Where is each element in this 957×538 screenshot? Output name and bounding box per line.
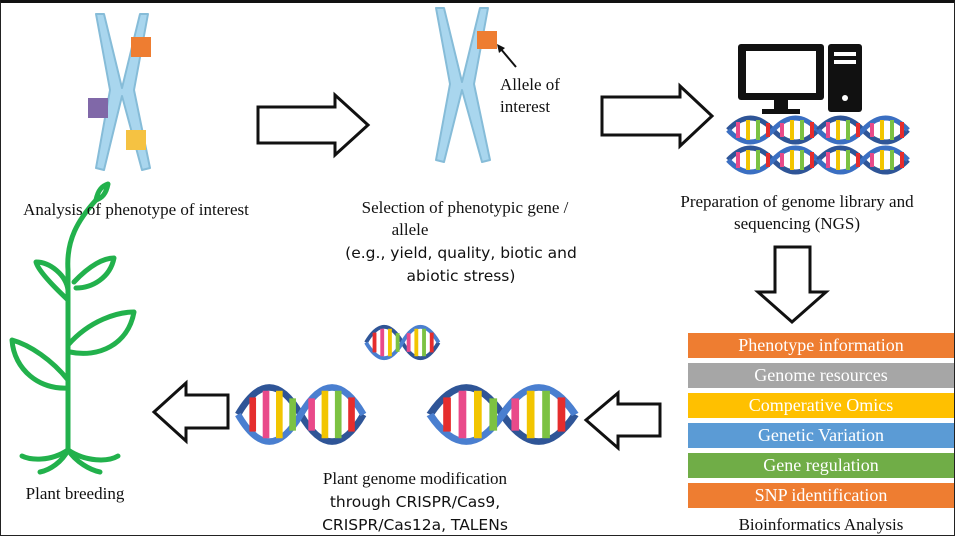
- chromosome-icon: [435, 7, 517, 163]
- bio-item-snp-identification: SNP identification: [688, 483, 954, 508]
- selection-examples-label: (e.g., yield, quality, biotic and abioti…: [345, 244, 577, 285]
- phenotype-analysis-label: Analysis of phenotype of interest: [23, 200, 249, 219]
- bio-item-gene-regulation: Gene regulation: [688, 453, 954, 478]
- plant-breeding-label: Plant breeding: [25, 484, 125, 503]
- modification-methods-line1: through CRISPR/Cas9,: [329, 493, 501, 511]
- arrow-right-icon: [256, 91, 371, 159]
- bioinformatics-title: Bioinformatics Analysis: [738, 515, 904, 534]
- selection-label-line2: allele: [391, 220, 429, 239]
- arrow-left-icon: [151, 379, 230, 445]
- modification-label: Plant genome modification: [322, 469, 508, 488]
- dna-icon: [728, 118, 908, 172]
- sequencing-label: Preparation of genome library and sequen…: [680, 192, 914, 233]
- plant-icon: [9, 181, 137, 475]
- arrow-right-icon: [600, 82, 715, 150]
- bio-item-genetic-variation: Genetic Variation: [688, 423, 954, 448]
- selection-label-line1: Selection of phenotypic gene /: [361, 198, 569, 217]
- modification-methods-line2: CRISPR/Cas12a, TALENs: [322, 516, 508, 534]
- arrow-down-icon: [754, 245, 830, 325]
- allele-callout-label: Allele of interest: [500, 75, 560, 116]
- chromosome-icon: [88, 13, 151, 171]
- bio-item-genome-resources: Genome resources: [688, 363, 954, 388]
- bio-item-comperative-omics: Comperative Omics: [688, 393, 954, 418]
- dna-icon: [238, 324, 575, 442]
- bio-item-phenotype-information: Phenotype information: [688, 333, 954, 358]
- arrow-left-icon: [583, 389, 662, 452]
- computer-icon: [738, 44, 862, 114]
